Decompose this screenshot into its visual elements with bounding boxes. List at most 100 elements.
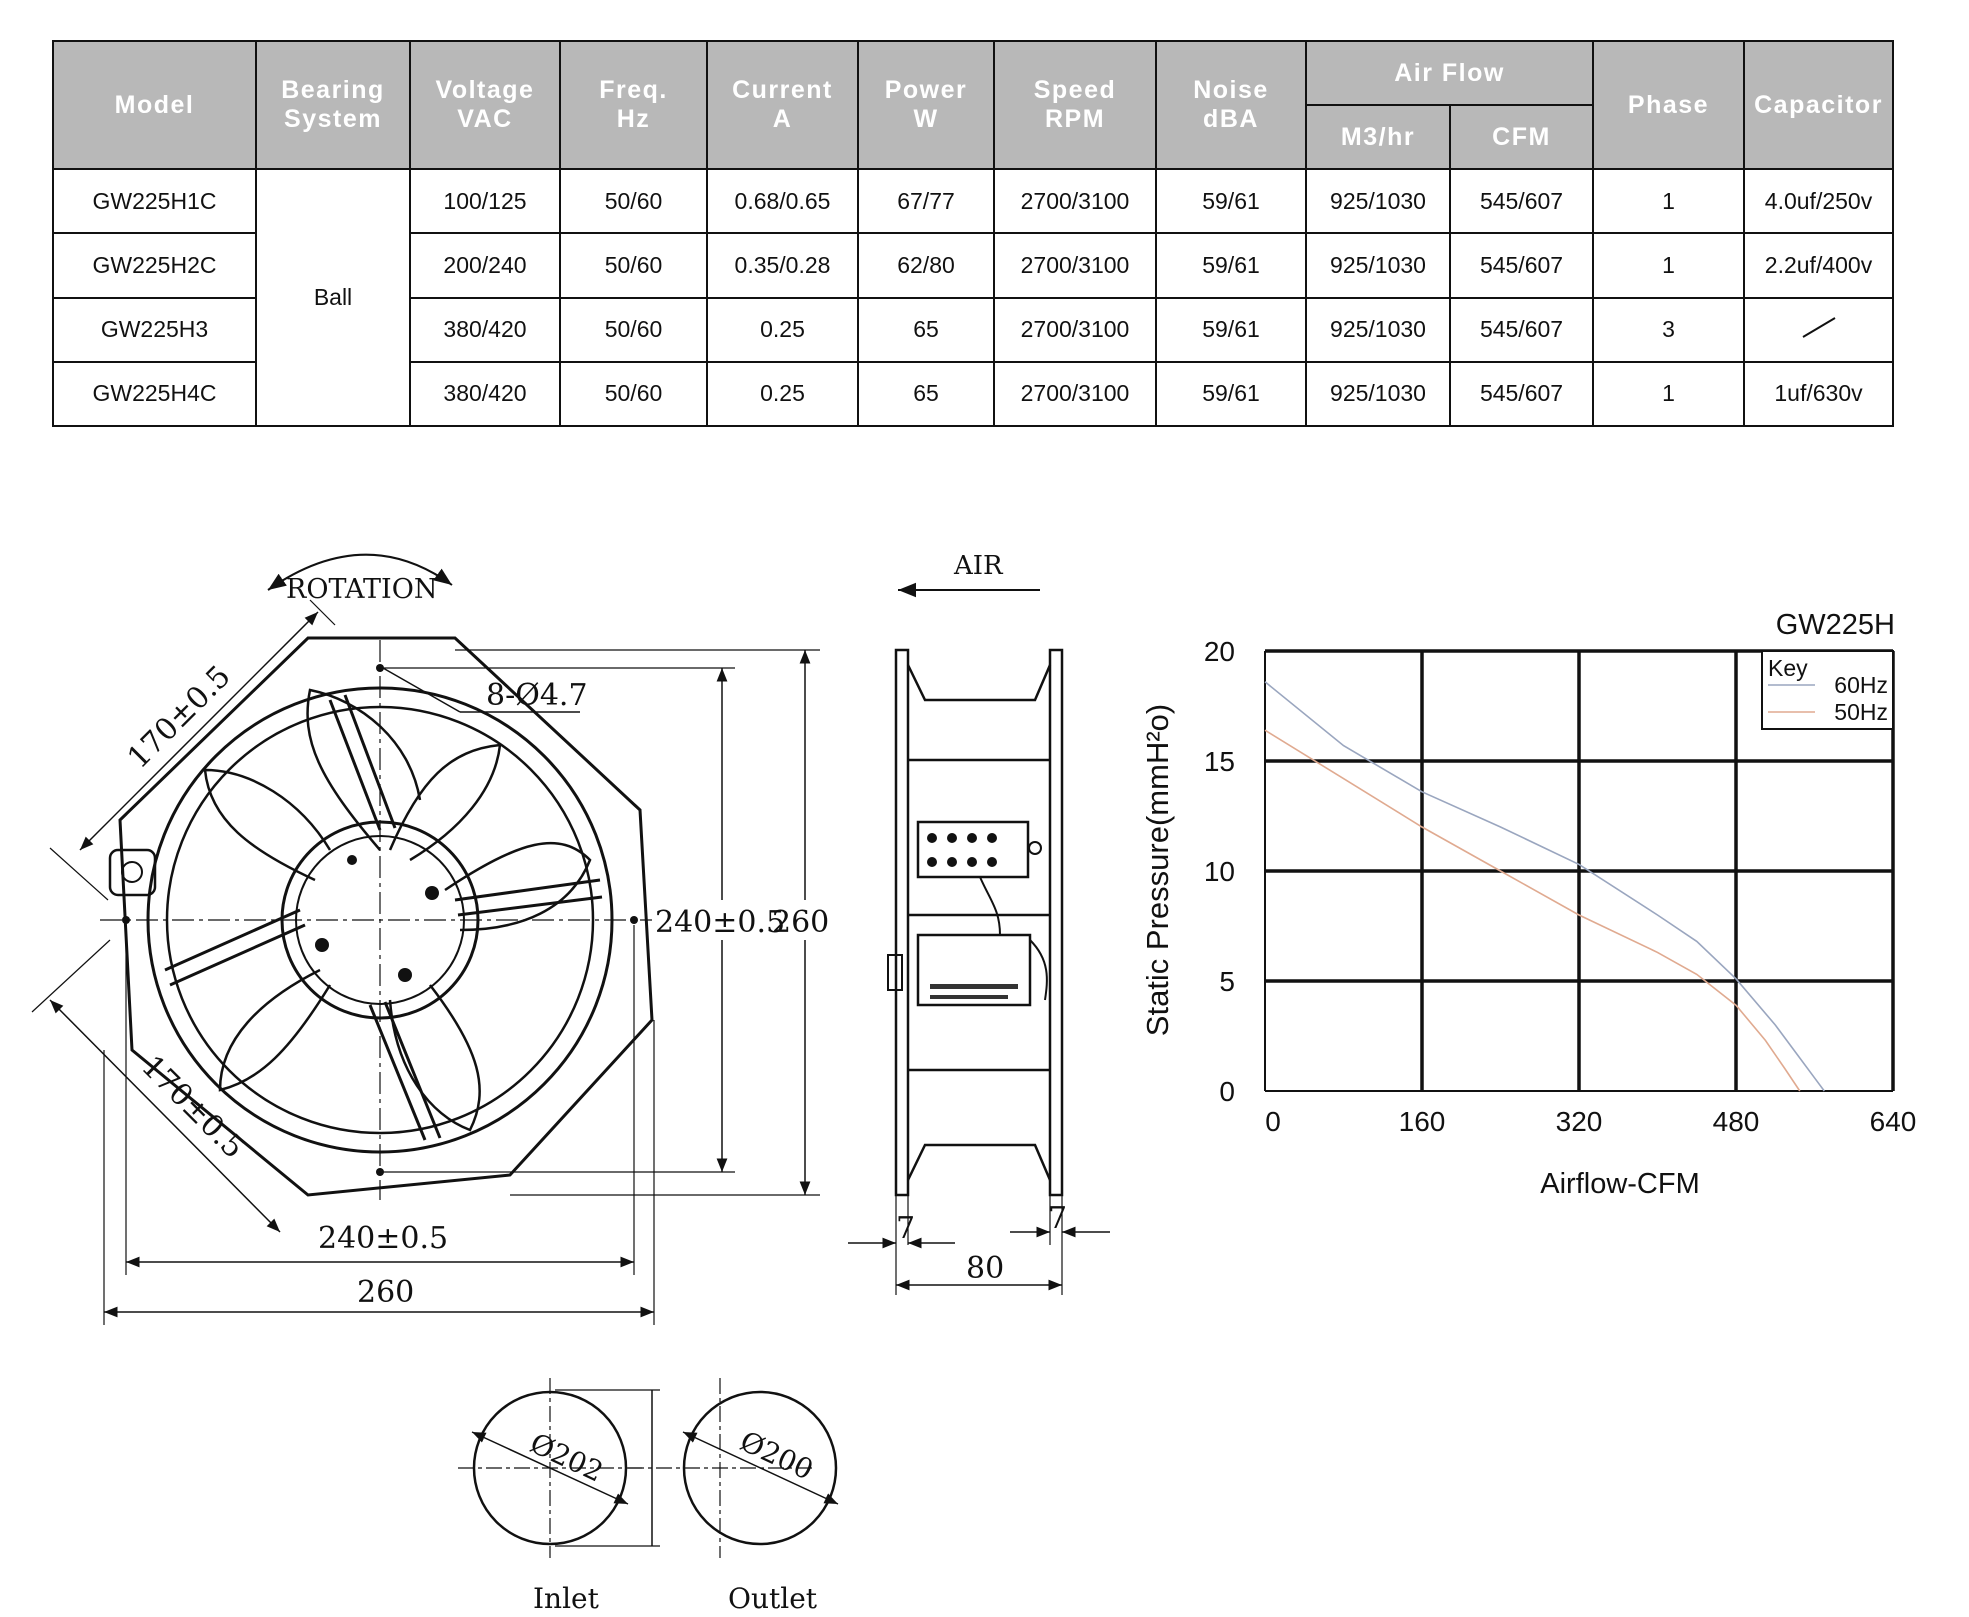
- cell-voltage: 380/420: [409, 296, 561, 363]
- cell-phase: 1: [1592, 360, 1746, 428]
- cell-noise: 59/61: [1155, 232, 1307, 299]
- fan-housing: [118, 636, 654, 1197]
- cell-freq: 50/60: [559, 232, 708, 299]
- support-struts: [164, 694, 603, 1141]
- cell-current: 0.25: [706, 360, 859, 428]
- cell-cfm: 545/607: [1448, 167, 1595, 235]
- rotation-arrow-icon: [267, 553, 453, 591]
- cell-bearing: Ball: [255, 168, 411, 427]
- chart-series: [1264, 681, 1825, 1092]
- cell-noise: 59/61: [1155, 167, 1307, 235]
- table-row: GW225H4C 380/420 50/60 0.25 65 2700/3100…: [52, 360, 1895, 428]
- cell-model: GW225H3: [52, 296, 257, 363]
- table-row: GW225H1C Ball 100/125 50/60 0.68/0.65 67…: [52, 167, 1895, 427]
- y-tick-label: 0: [1219, 1076, 1235, 1107]
- side-flange-right: [1048, 648, 1064, 1197]
- terminal-block: [108, 848, 157, 897]
- cell-power: 62/80: [857, 232, 995, 299]
- cell-noise: 59/61: [1155, 296, 1307, 363]
- cell-speed: 2700/3100: [993, 232, 1157, 299]
- x-tick-label: 480: [1713, 1106, 1760, 1137]
- not-applicable-slash: [1802, 316, 1836, 338]
- terminal-screw: [121, 861, 143, 883]
- cell-model: GW225H4C: [52, 360, 257, 428]
- chart-y-axis-label: Static Pressure(mmH²o): [1140, 704, 1175, 1036]
- mounting-hole: [122, 916, 130, 924]
- cell-voltage: 200/240: [409, 232, 561, 299]
- series-line-60Hz: [1264, 681, 1825, 1092]
- y-tick-label: 10: [1204, 856, 1235, 887]
- header-airflow: Air Flow: [1304, 40, 1595, 106]
- dim-hole-spacing-vertical-label: 240±0.5: [655, 905, 785, 940]
- cell-power: 67/77: [857, 167, 995, 235]
- chart-title: GW225H: [1776, 609, 1895, 641]
- y-tick-label: 15: [1204, 746, 1235, 777]
- cell-speed: 2700/3100: [993, 296, 1157, 363]
- legend-box: [1761, 650, 1894, 730]
- cell-voltage: 100/125: [409, 167, 561, 235]
- cell-model: GW225H1C: [52, 167, 257, 235]
- cell-speed: 2700/3100: [993, 360, 1157, 428]
- cell-cfm: 545/607: [1448, 360, 1595, 428]
- cell-freq: 50/60: [559, 360, 708, 428]
- cell-m3hr: 925/1030: [1305, 360, 1451, 428]
- cell-m3hr: 925/1030: [1305, 296, 1451, 363]
- dim-diagonal-bottom: [49, 999, 281, 1233]
- outlet-diameter-dim: [682, 1431, 839, 1505]
- centre-lines: [100, 640, 665, 1200]
- side-capacitor: [916, 933, 1032, 1007]
- cell-noise: 59/61: [1155, 360, 1307, 428]
- x-tick-label: 0: [1265, 1106, 1281, 1137]
- cell-capacitor-none: [1743, 296, 1895, 363]
- dim-width-label: 260: [357, 1275, 414, 1310]
- series-line-50Hz: [1264, 729, 1801, 1092]
- header-m3hr: M3/hr: [1305, 104, 1451, 170]
- cell-power: 65: [857, 296, 995, 363]
- header-phase: Phase: [1592, 40, 1746, 170]
- cell-capacitor: 4.0uf/250v: [1743, 167, 1895, 235]
- header-capacitor: Capacitor: [1743, 40, 1895, 170]
- legend-title: Key: [1768, 655, 1808, 681]
- cell-model: GW225H2C: [52, 232, 257, 299]
- dim-hole-spacing-horizontal-label: 240±0.5: [318, 1221, 448, 1256]
- x-tick-label: 160: [1399, 1106, 1446, 1137]
- cell-capacitor: 1uf/630v: [1743, 360, 1895, 428]
- terminal-screws: [927, 833, 997, 867]
- y-tick-label: 5: [1219, 966, 1235, 997]
- side-flange-left: [894, 648, 910, 1197]
- cell-current: 0.68/0.65: [706, 167, 859, 235]
- header-subrow: M3/hr CFM: [53, 104, 1893, 170]
- cell-cfm: 545/607: [1448, 232, 1595, 299]
- header-cfm: CFM: [1448, 104, 1595, 170]
- dim-flange-left-label: 7: [896, 1211, 915, 1246]
- dim-flange-right-label: 7: [1048, 1201, 1067, 1236]
- mounting-holes-callout: 8-Ø4.7: [486, 678, 588, 713]
- cell-freq: 50/60: [559, 167, 708, 235]
- hub-screw: [315, 938, 329, 952]
- cell-current: 0.35/0.28: [706, 232, 859, 299]
- header-freq: Freq.Hz: [559, 40, 708, 170]
- dim-depth-label: 80: [966, 1251, 1004, 1286]
- dim-diagonal-top: [79, 611, 319, 851]
- side-view: AIR 7: [848, 551, 1110, 1295]
- side-terminal-box: [916, 820, 1030, 879]
- cell-phase: 1: [1592, 167, 1746, 235]
- side-body: [906, 664, 1052, 1181]
- hub-screw: [347, 855, 357, 865]
- header-model: Model: [52, 40, 257, 170]
- cell-voltage: 380/420: [409, 360, 561, 428]
- cell-speed: 2700/3100: [993, 167, 1157, 235]
- cell-phase: 1: [1592, 232, 1746, 299]
- x-tick-label: 320: [1556, 1106, 1603, 1137]
